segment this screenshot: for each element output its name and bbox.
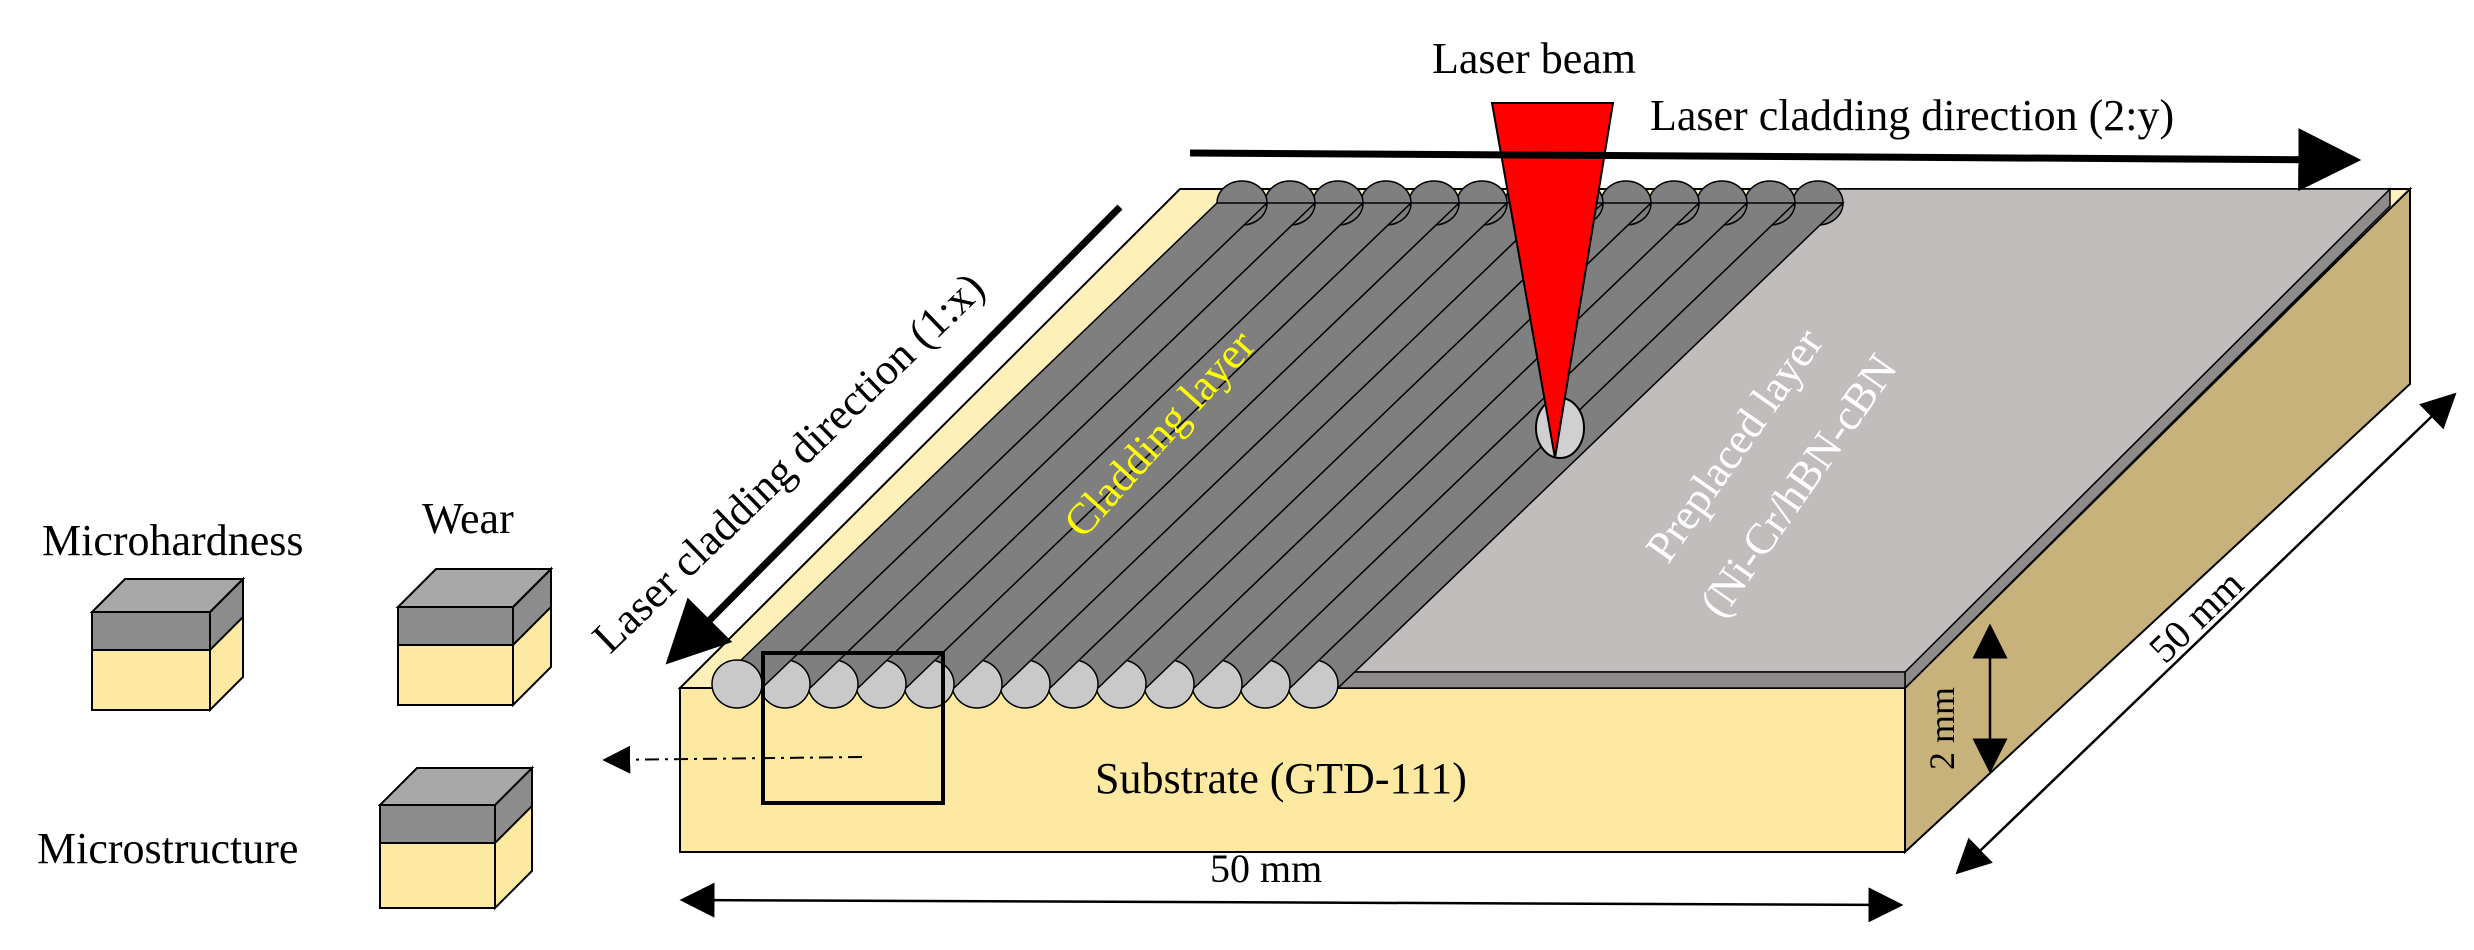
sample-top (89, 578, 246, 613)
extraction-dashed-arrow (602, 745, 863, 774)
cladding-track (806, 180, 1365, 709)
cladding-track (1094, 180, 1653, 709)
microstructure-sample (377, 765, 535, 911)
width-dimension-arrow (679, 882, 1904, 923)
sample-top (377, 767, 535, 806)
cladding-track (758, 180, 1317, 709)
direction-y-label: Laser cladding direction (2:y) (1650, 91, 2174, 140)
preplaced-front-edge (1299, 671, 1906, 689)
substrate-label: Substrate (GTD-111) (1095, 754, 1467, 803)
microhardness-sample (89, 576, 246, 713)
depth-dimension-arrow (1955, 392, 2457, 875)
cladding-bead-end (711, 659, 763, 709)
sample-front-coating (397, 606, 514, 646)
wear-label: Wear (422, 494, 514, 543)
laser-beam-label: Laser beam (1432, 34, 1636, 83)
microhardness-label: Microhardness (42, 516, 304, 565)
sample-front-coating (379, 804, 496, 844)
test-samples (89, 566, 554, 911)
cladding-tracks (710, 180, 1845, 709)
microstructure-label: Microstructure (37, 824, 298, 873)
cladding-track (710, 180, 1269, 709)
direction-y-arrow (1189, 128, 2362, 192)
laser-cone (1490, 102, 1615, 459)
width-dimension-label: 50 mm (1210, 846, 1322, 891)
sample-top (395, 568, 554, 608)
wear-sample (395, 566, 554, 708)
direction-x-arrow (665, 204, 1123, 665)
sample-extraction-box (761, 651, 945, 805)
height-dimension-label: 2 mm (1922, 687, 1962, 770)
sample-front-coating (91, 611, 211, 651)
laser-beam (1490, 102, 1615, 459)
